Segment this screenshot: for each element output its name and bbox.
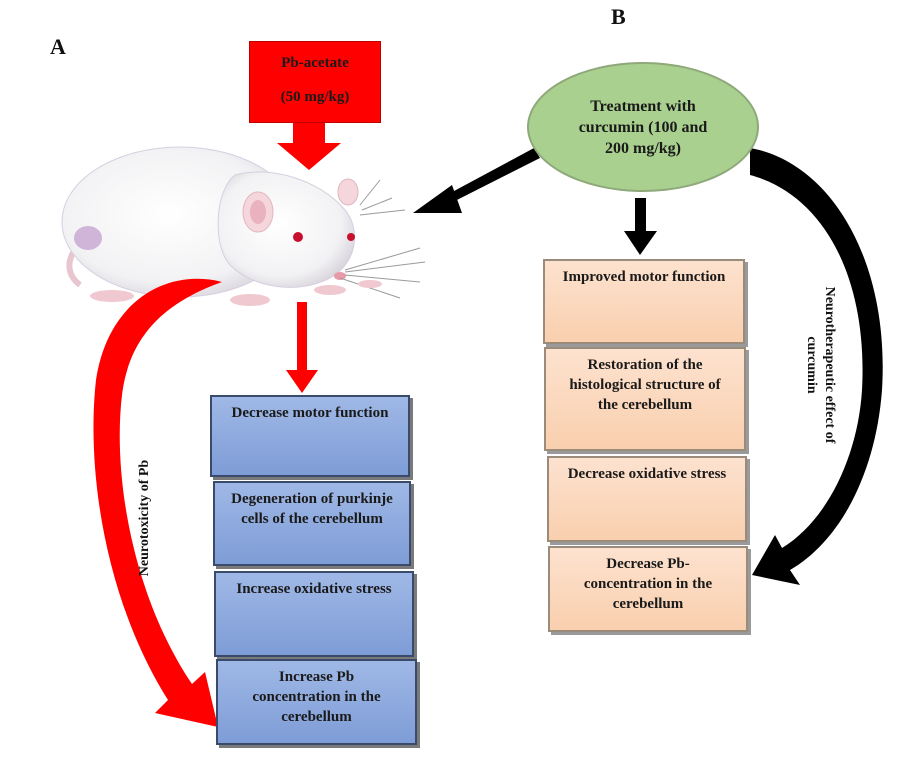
right-box-histology-text: Restoration of the histological structur… (569, 357, 721, 413)
left-box-purkinje: Degeneration of purkinje cells of the ce… (213, 481, 411, 566)
treatment-ellipse: Treatment with curcumin (100 and 200 mg/… (527, 62, 759, 192)
left-box-pb-concentration-text: Increase Pb concentration in the cerebel… (252, 669, 381, 725)
black-arrow-to-rat (413, 148, 540, 213)
rat-icon (61, 146, 426, 306)
black-down-arrow (624, 198, 657, 255)
right-box-motor: Improved motor function (543, 259, 745, 344)
left-box-oxidative: Increase oxidative stress (214, 571, 414, 657)
black-curved-arrow (750, 148, 883, 585)
neurotherapeutic-label: Neurotherapeutic effect of curcumin (804, 286, 837, 444)
red-curved-arrow (93, 278, 222, 727)
pb-acetate-name: Pb-acetate (281, 55, 349, 71)
pb-acetate-dose: (50 mg/kg) (280, 89, 350, 105)
pb-acetate-box: Pb-acetate (50 mg/kg) (249, 41, 381, 123)
neurotoxicity-label: Neurotoxicity of Pb (137, 459, 152, 577)
left-box-purkinje-text: Degeneration of purkinje cells of the ce… (231, 491, 393, 527)
panel-label-a: A (50, 34, 66, 59)
right-box-pb-concentration-text: Decrease Pb- concentration in the cerebe… (583, 556, 713, 612)
left-box-motor: Decrease motor function (210, 395, 410, 477)
red-down-arrow-top (277, 123, 341, 170)
left-box-pb-concentration: Increase Pb concentration in the cerebel… (216, 659, 417, 745)
right-box-motor-text: Improved motor function (562, 269, 726, 285)
right-box-pb-concentration: Decrease Pb- concentration in the cerebe… (548, 546, 748, 632)
right-box-oxidative-text: Decrease oxidative stress (567, 466, 727, 482)
red-down-arrow-rat (286, 302, 318, 393)
right-box-histology: Restoration of the histological structur… (544, 347, 746, 451)
panel-label-b: B (611, 4, 626, 29)
left-box-motor-text: Decrease motor function (231, 405, 389, 421)
right-box-oxidative: Decrease oxidative stress (547, 456, 747, 542)
treatment-text: Treatment with curcumin (100 and 200 mg/… (578, 97, 708, 157)
left-box-oxidative-text: Increase oxidative stress (236, 581, 392, 597)
